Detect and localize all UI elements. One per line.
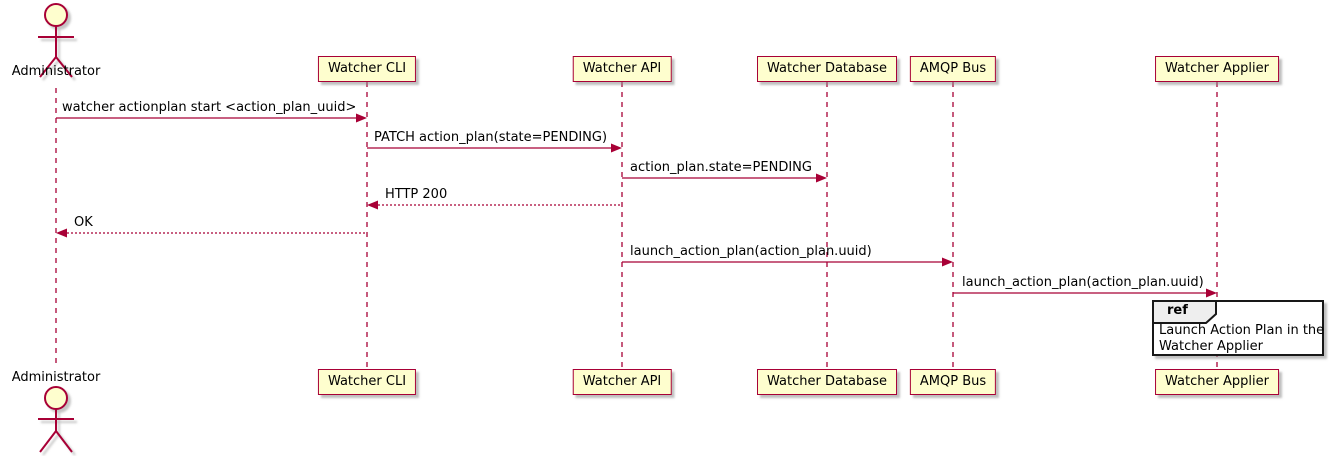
participant-top-watcher-api: Watcher API — [572, 56, 672, 82]
ref-tab-shape — [1153, 301, 1217, 324]
message-label-5: OK — [74, 215, 93, 230]
participant-top-watcher-applier: Watcher Applier — [1155, 56, 1279, 82]
arrow-head-1 — [356, 113, 367, 123]
arrow-head-2 — [611, 143, 622, 153]
participant-bottom-watcher-cli: Watcher CLI — [317, 369, 417, 395]
participant-bottom-watcher-database: Watcher Database — [757, 369, 897, 395]
arrow-head-7 — [1206, 288, 1217, 298]
ref-text-line-1: Launch Action Plan in the — [1159, 323, 1325, 338]
message-label-6: launch_action_plan(action_plan.uuid) — [630, 244, 872, 259]
message-arrows: Watcher CLI (return) --> Administrator (… — [56, 113, 1217, 298]
participant-bottom-amqp-bus: AMQP Bus — [909, 369, 997, 395]
participant-top-watcher-database: Watcher Database — [757, 56, 897, 82]
ref-fragment: ref Launch Action Plan in the Watcher Ap… — [1152, 300, 1324, 356]
lifelines — [55, 82, 1218, 369]
message-label-1: watcher actionplan start <action_plan_uu… — [62, 100, 357, 115]
message-label-7: launch_action_plan(action_plan.uuid) — [962, 275, 1204, 290]
actor-figure-top — [38, 3, 74, 78]
message-label-2: PATCH action_plan(state=PENDING) — [374, 130, 608, 145]
participant-top-watcher-cli: Watcher CLI — [317, 56, 417, 82]
arrow-head-4 — [367, 200, 378, 210]
message-label-4: HTTP 200 — [385, 187, 448, 202]
actor-label-administrator-top: Administrator — [11, 64, 101, 79]
participant-bottom-watcher-api: Watcher API — [572, 369, 672, 395]
arrow-head-3 — [816, 173, 827, 183]
actor-label-administrator-bottom: Administrator — [11, 370, 101, 385]
participant-top-amqp-bus: AMQP Bus — [909, 56, 997, 82]
ref-keyword: ref — [1167, 303, 1188, 318]
message-label-3: action_plan.state=PENDING — [630, 160, 812, 175]
participant-bottom-watcher-applier: Watcher Applier — [1155, 369, 1279, 395]
actor-figure-bottom — [38, 386, 74, 453]
ref-text-line-2: Watcher Applier — [1159, 339, 1263, 354]
arrow-head-5 — [56, 228, 67, 238]
arrow-head-6 — [942, 257, 953, 267]
